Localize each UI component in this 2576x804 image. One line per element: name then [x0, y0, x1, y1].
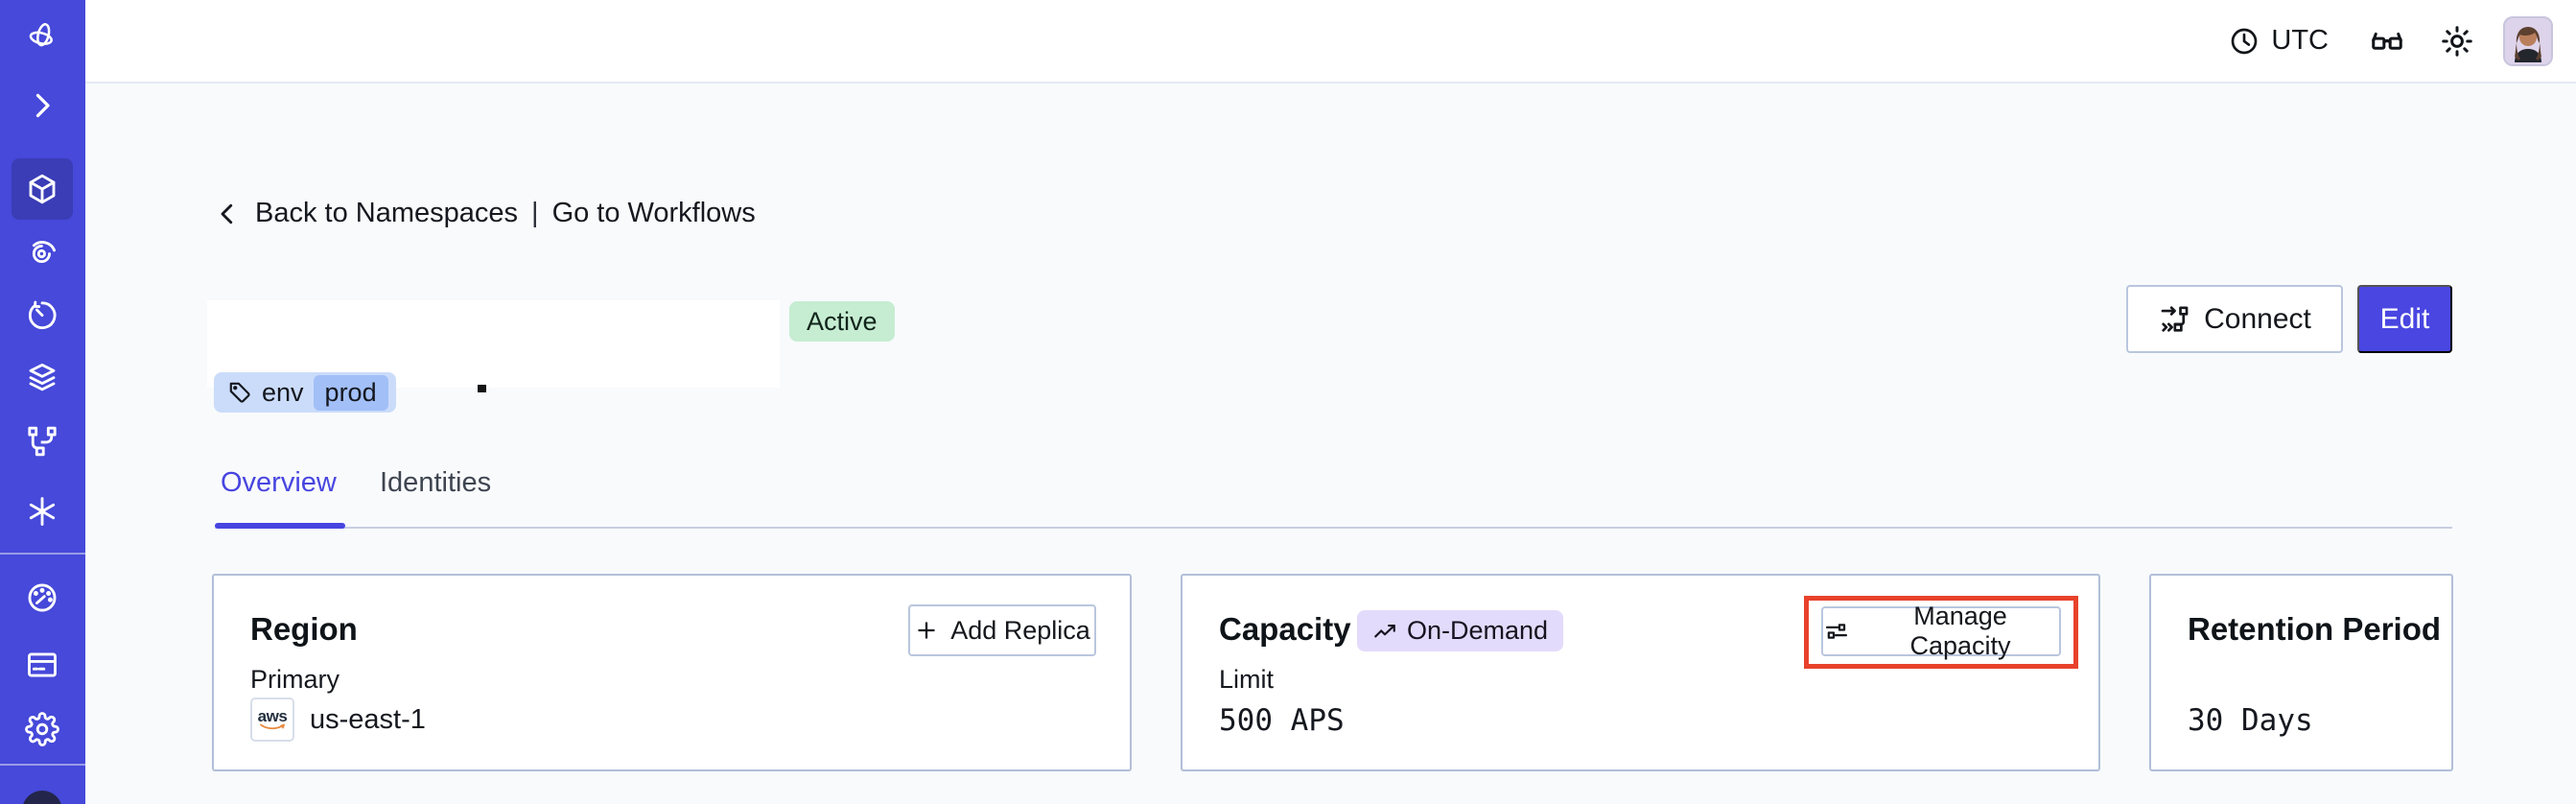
sidebar: [0, 0, 85, 804]
retention-card-title: Retention Period: [2188, 611, 2442, 647]
on-demand-label: On-Demand: [1407, 616, 1549, 645]
tag-key: env: [262, 377, 304, 407]
sidebar-item-asterisk-icon[interactable]: [25, 494, 59, 529]
breadcrumb-separator: |: [531, 198, 539, 228]
manage-capacity-button[interactable]: Manage Capacity: [1821, 602, 2061, 660]
namespace-tag[interactable]: env prod: [214, 372, 396, 413]
region-value: us-east-1: [310, 703, 426, 735]
region-card-title: Region: [250, 611, 358, 647]
edit-button-label: Edit: [2379, 302, 2430, 335]
retention-value: 30 Days: [2188, 703, 2313, 738]
sidebar-item-schedules-timer-icon[interactable]: [25, 297, 59, 332]
status-badge-label: Active: [807, 306, 878, 336]
user-avatar[interactable]: [2503, 15, 2553, 66]
sidebar-item-billing-card-icon[interactable]: [25, 648, 59, 682]
add-replica-button[interactable]: Add Replica: [908, 604, 1096, 656]
clock-icon: [2229, 26, 2260, 57]
manage-capacity-highlight-box: [1804, 596, 2078, 669]
manage-capacity-label: Manage Capacity: [1909, 602, 2011, 660]
title-text-fragment: [478, 385, 486, 392]
tab-identities[interactable]: Identities: [380, 467, 492, 498]
primary-label: Primary: [250, 665, 340, 694]
timezone-selector[interactable]: UTC: [2229, 25, 2329, 57]
breadcrumb: Back to Namespaces | Go to Workflows: [213, 198, 756, 229]
temporal-logo[interactable]: [25, 19, 59, 54]
limit-value: 500 APS: [1219, 703, 1345, 738]
capacity-card-title: Capacity: [1219, 611, 1351, 647]
add-replica-label: Add Replica: [950, 615, 1090, 645]
sidebar-divider: [0, 764, 85, 766]
aws-logo-text: aws: [257, 706, 288, 725]
sidebar-expand-chevron-icon[interactable]: [25, 88, 59, 123]
tabbar-divider: [215, 527, 2452, 529]
region-card: [212, 574, 1132, 771]
sidebar-item-workflows-spiral-icon[interactable]: [25, 235, 59, 270]
active-tab-underline: [215, 523, 345, 529]
sidebar-item-namespaces-cube-icon[interactable]: [25, 172, 59, 206]
sidebar-item-nexus-branch-icon[interactable]: [25, 424, 59, 459]
sidebar-item-usage-gauge-icon[interactable]: [25, 580, 59, 615]
aws-logo-icon: aws: [250, 698, 294, 742]
connect-button[interactable]: Connect: [2126, 285, 2343, 353]
primary-region-row: aws us-east-1: [250, 698, 426, 742]
timezone-label: UTC: [2271, 25, 2329, 56]
on-demand-badge: On-Demand: [1357, 610, 1564, 651]
topbar: UTC: [85, 0, 2576, 83]
sidebar-item-settings-gear-icon[interactable]: [25, 712, 59, 746]
sliders-icon: [1823, 618, 1850, 645]
tab-overview[interactable]: Overview: [221, 467, 337, 498]
retention-card: [2149, 574, 2453, 771]
tag-icon: [227, 380, 252, 405]
sidebar-item-deployments-layers-icon[interactable]: [25, 360, 59, 394]
go-to-workflows-link[interactable]: Go to Workflows: [551, 198, 756, 228]
edit-button[interactable]: Edit: [2357, 285, 2452, 353]
theme-toggle-sun-icon[interactable]: [2440, 24, 2474, 59]
trend-up-icon: [1372, 619, 1397, 644]
status-badge: Active: [789, 301, 895, 342]
back-to-namespaces-link[interactable]: Back to Namespaces: [255, 198, 519, 228]
connect-button-label: Connect: [2204, 302, 2311, 335]
plus-icon: [914, 618, 939, 643]
limit-label: Limit: [1219, 665, 1275, 694]
sidebar-bottom-avatar-icon[interactable]: [22, 791, 62, 804]
tag-value: prod: [313, 374, 388, 411]
glasses-icon[interactable]: [2369, 23, 2405, 59]
back-chevron-icon[interactable]: [213, 200, 242, 228]
sidebar-divider: [0, 553, 85, 555]
connect-flow-icon: [2158, 303, 2190, 336]
